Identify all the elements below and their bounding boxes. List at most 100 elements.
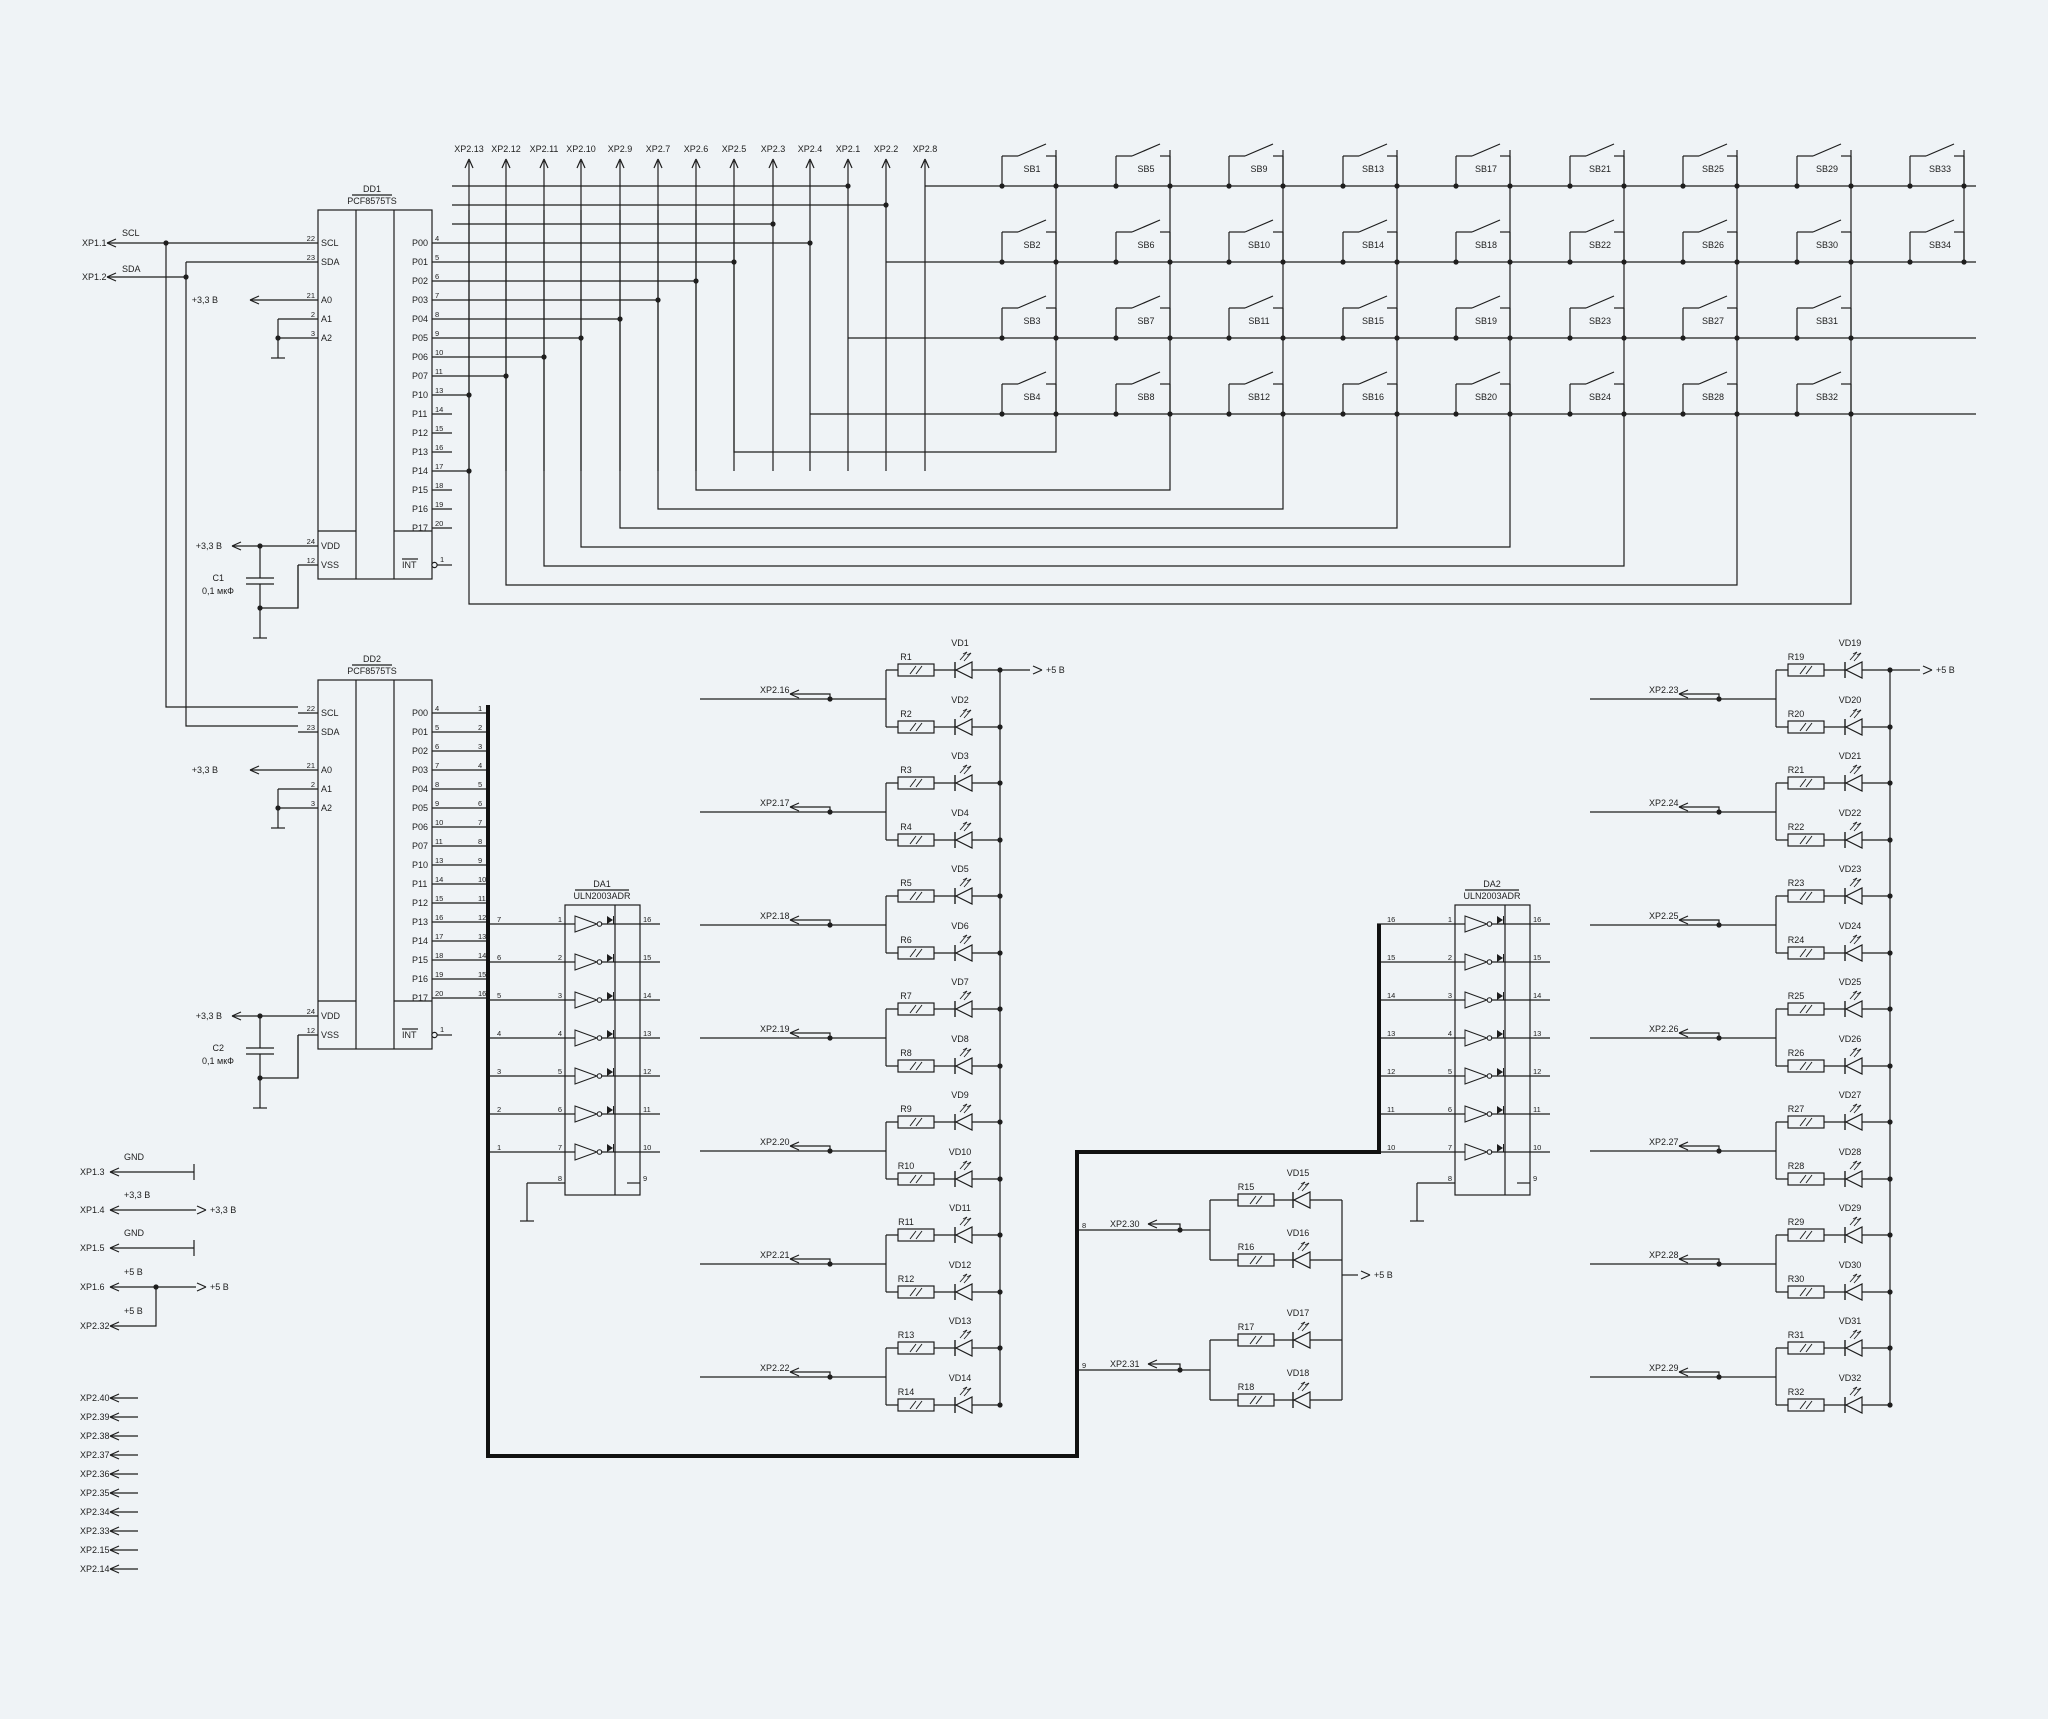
resistor-ref: R11: [898, 1217, 914, 1227]
supply-arrow: [1032, 665, 1043, 675]
junction-dot: [1280, 335, 1286, 341]
switch-sb20: SB20: [1453, 371, 1513, 417]
connector-label: XP2.20: [760, 1137, 790, 1147]
junction-dot: [1794, 335, 1800, 341]
led-wire: [1148, 1363, 1181, 1370]
junction-dot: [1907, 183, 1913, 189]
dd2-pin-vdd: VDD: [321, 1011, 341, 1021]
dd1-port-pin: P17: [412, 523, 428, 533]
junction-dot: [1567, 335, 1573, 341]
junction-dot: [1848, 411, 1854, 417]
switch-contact: [1017, 295, 1047, 309]
connector-xp1-2: XP1.2: [82, 272, 107, 282]
resistor-ref: R30: [1788, 1274, 1805, 1284]
resistor-ref: R29: [1788, 1217, 1805, 1227]
da2-pin-number: 1: [1448, 915, 1452, 924]
dd1-port-pin: P04: [412, 314, 428, 324]
switch-contact: [1925, 219, 1955, 233]
junction-dot: [1716, 922, 1722, 928]
dd1-pin-number: 2: [311, 310, 315, 319]
resistor-r6: [897, 946, 935, 960]
led-ref: VD28: [1839, 1147, 1862, 1157]
switch-sb4: SB4: [999, 371, 1059, 417]
dd2-pin-a2: A2: [321, 803, 332, 813]
bus-number: 15: [478, 970, 486, 979]
switch-label: SB8: [1137, 392, 1154, 402]
junction-dot: [1716, 1035, 1722, 1041]
switch-contact: [1358, 143, 1388, 157]
junction-dot: [1453, 183, 1459, 189]
dd2-pin-number: 20: [435, 989, 443, 998]
resistor-ref: R9: [900, 1104, 912, 1114]
bus-number: 1: [478, 704, 482, 713]
connector-xp2-14: XP2.14: [80, 1564, 110, 1574]
dd2-pin-number: 1: [440, 1025, 444, 1034]
switch-contact: [1471, 295, 1501, 309]
led-vd20: [1844, 708, 1863, 736]
resistor-r12: [897, 1285, 935, 1299]
da1-pin-number: 9: [643, 1174, 647, 1183]
resistor-r11: [897, 1228, 935, 1242]
dd1-port-pin: P05: [412, 333, 428, 343]
switch-label: SB18: [1475, 240, 1497, 250]
switch-sb2: SB2: [999, 219, 1059, 265]
switch-label: SB13: [1362, 164, 1384, 174]
junction-dot: [1680, 411, 1686, 417]
dd2-port-pin: P02: [412, 746, 428, 756]
led-vd2: [954, 708, 973, 736]
connector-label: XP2.28: [1649, 1250, 1679, 1260]
dd2-port-pin: P12: [412, 898, 428, 908]
led-vd32: [1844, 1386, 1863, 1414]
led-ref: VD8: [951, 1034, 969, 1044]
connector-label: XP2.16: [760, 685, 790, 695]
switch-sb17: SB17: [1453, 143, 1513, 189]
led-vd11: [954, 1216, 973, 1244]
da1-pin-number: 12: [643, 1067, 651, 1076]
net-label: +5 В: [124, 1267, 143, 1277]
switch-sb11: SB11: [1226, 295, 1286, 341]
matrix-return-wire: [543, 210, 1625, 567]
switch-label: SB22: [1589, 240, 1611, 250]
switch-contact: [1244, 219, 1274, 233]
led-ref: VD2: [951, 695, 969, 705]
da2-bus-label: 14: [1387, 991, 1395, 1000]
bus-number: 5: [478, 780, 482, 789]
resistor-r5: [897, 889, 935, 903]
junction-dot: [1680, 335, 1686, 341]
connector-xp2-1: XP2.1: [836, 144, 861, 154]
net-label-sda: SDA: [122, 264, 141, 274]
da2-bus-label: 15: [1387, 953, 1395, 962]
resistor-ref: R26: [1788, 1048, 1805, 1058]
dd2-port-pin: P07: [412, 841, 428, 851]
led-vd24: [1844, 934, 1863, 962]
switch-contact: [1698, 143, 1728, 157]
switch-label: SB34: [1929, 240, 1951, 250]
junction-dot: [1453, 335, 1459, 341]
switch-sb22: SB22: [1567, 219, 1627, 265]
led-ref: VD24: [1839, 921, 1862, 931]
dd2-port-pin: P04: [412, 784, 428, 794]
connector-label: XP2.21: [760, 1250, 790, 1260]
junction-dot: [1621, 183, 1627, 189]
switch-contact: [1585, 295, 1615, 309]
switch-sb6: SB6: [1113, 219, 1173, 265]
connector-label: XP2.19: [760, 1024, 790, 1034]
led-ref: VD11: [949, 1203, 971, 1213]
da2-pin-number: 8: [1448, 1174, 1452, 1183]
led-vd1: [954, 651, 973, 679]
switch-label: SB23: [1589, 316, 1611, 326]
junction-dot: [999, 259, 1005, 265]
junction-dot: [999, 183, 1005, 189]
dd2-port-pin: P14: [412, 936, 428, 946]
da1-pin-number: 15: [643, 953, 651, 962]
dd2-pin-number: 21: [307, 761, 315, 770]
led-ref: VD5: [951, 864, 969, 874]
net-label: +3,3 В: [124, 1190, 150, 1200]
resistor-r3: [897, 776, 935, 790]
dd2-port-pin: P03: [412, 765, 428, 775]
dd1-pin-number: 1: [440, 555, 444, 564]
junction-dot: [1848, 259, 1854, 265]
connector-label: XP2.25: [1649, 911, 1679, 921]
resistor-ref: R24: [1788, 935, 1805, 945]
da2-bus-label: 11: [1387, 1105, 1395, 1114]
